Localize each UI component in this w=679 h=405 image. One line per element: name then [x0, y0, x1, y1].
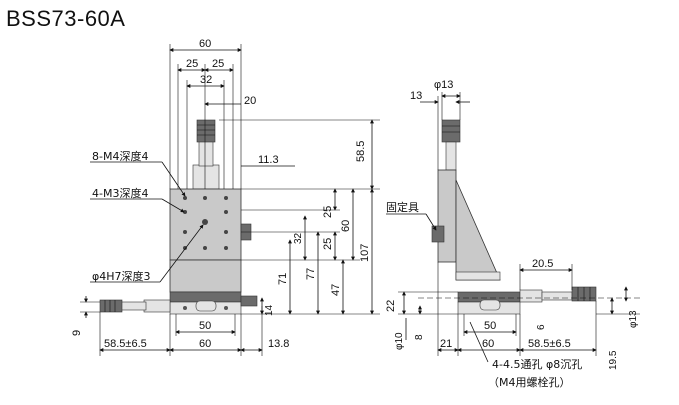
dim-side-phi10: φ10: [394, 332, 405, 350]
micrometer-knob-left: [99, 299, 123, 313]
dim-front-58-5: 58.5: [355, 141, 367, 162]
dim-front-9: 9: [71, 330, 83, 336]
dim-front-47: 47: [330, 284, 342, 296]
dim-side-13: 13: [410, 90, 422, 102]
callout-4-m3: 4-M3深度4: [92, 186, 148, 200]
dim-front-25c: 25: [322, 206, 334, 218]
dim-front-77: 77: [305, 268, 317, 280]
dim-front-32: 32: [200, 74, 212, 86]
micrometer-knob-top: [196, 119, 216, 143]
dim-front-32b: 32: [293, 232, 304, 244]
dim-side-8: 8: [414, 334, 425, 340]
dim-side-6: 6: [536, 324, 547, 330]
dim-front-71: 71: [277, 273, 289, 285]
dim-side-21: 21: [440, 338, 452, 350]
dim-front-20: 20: [244, 95, 256, 107]
dim-front-60: 60: [340, 220, 352, 232]
note-bolt-holes: （M4用螺栓孔）: [488, 375, 571, 389]
callout-8-m4: 8-M4深度4: [92, 149, 148, 163]
side-vertical-plate: [437, 169, 457, 263]
dim-front-58-5-pm: 58.5±6.5: [104, 338, 147, 350]
dim-side-50: 50: [484, 320, 496, 332]
callout-phi4h7: φ4H7深度3: [92, 269, 151, 283]
dim-front-25b: 25: [212, 58, 224, 70]
dim-side-19-5: 19.5: [608, 350, 619, 370]
dim-side-phi13-top: φ13: [434, 79, 453, 91]
angle-bracket: [455, 179, 501, 281]
clamp-side: [431, 225, 445, 243]
dim-front-bottom-50: 50: [199, 320, 211, 332]
side-micrometer-knob: [441, 119, 461, 143]
micrometer-body-left: [143, 299, 171, 313]
dim-side-22: 22: [385, 300, 397, 312]
dim-front-top-60: 60: [199, 38, 211, 50]
dim-front-25d: 25: [322, 238, 334, 250]
dim-front-107: 107: [359, 244, 371, 262]
stage-base-top: [169, 291, 242, 303]
dim-front-14: 14: [264, 304, 275, 316]
dim-side-20-5: 20.5: [532, 258, 553, 270]
dim-side-60: 60: [482, 338, 494, 350]
dim-side-phi13: φ13: [628, 310, 639, 328]
label-fixture: 固定具: [386, 200, 419, 214]
micrometer-body-top: [192, 164, 220, 190]
note-through-holes: 4-4.5通孔 φ8沉孔: [492, 358, 582, 371]
page-title: BSS73-60A: [6, 6, 126, 31]
front-view: 60 25 25 32 20 58.5 11.3 25 60 25 32 77: [71, 38, 380, 356]
dim-front-25a: 25: [186, 58, 198, 70]
dim-side-58-5-pm: 58.5±6.5: [528, 338, 571, 350]
dim-front-13-8: 13.8: [268, 338, 289, 350]
side-view: φ13 13 固定具 20.5 22 8 φ10 21 50: [385, 79, 640, 389]
dim-front-bottom-60: 60: [199, 338, 211, 350]
dim-front-11-3: 11.3: [258, 154, 279, 166]
stage-lower-plate: [169, 259, 242, 293]
